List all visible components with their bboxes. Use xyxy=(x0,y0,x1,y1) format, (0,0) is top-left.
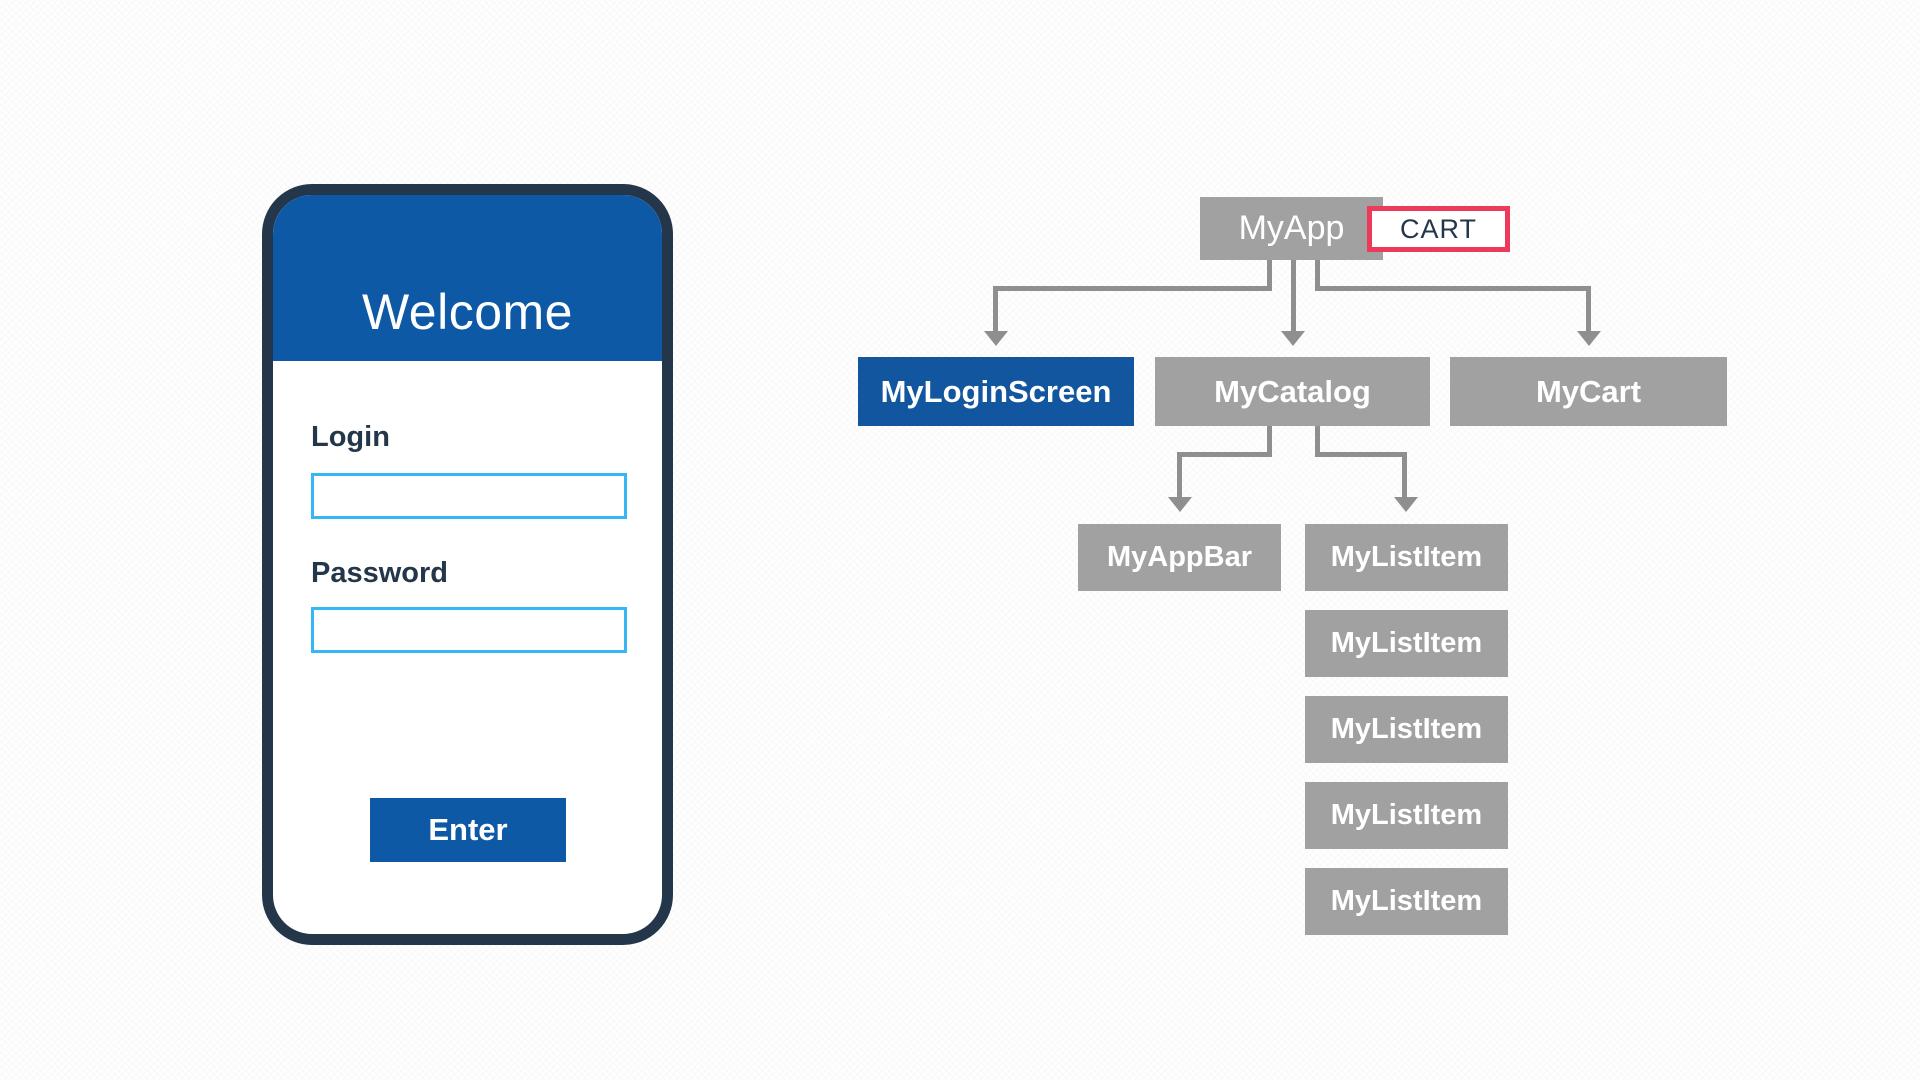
connector-myapp-mycart xyxy=(1315,286,1591,291)
connector-myapp-mycatalog xyxy=(1291,260,1296,332)
login-input[interactable] xyxy=(311,473,627,519)
connector-mycatalog-mylistitem xyxy=(1402,452,1407,498)
node-mycatalog: MyCatalog xyxy=(1155,357,1430,426)
node-mycart: MyCart xyxy=(1450,357,1727,426)
node-mylistitem-2: MyListItem xyxy=(1305,610,1508,677)
connector-myapp-mycart xyxy=(1315,260,1320,291)
phone-header: Welcome xyxy=(273,195,662,361)
connector-mycatalog-myappbar xyxy=(1177,452,1272,457)
node-mylistitem-5: MyListItem xyxy=(1305,868,1508,935)
arrow-down-icon xyxy=(1281,331,1305,346)
enter-button[interactable]: Enter xyxy=(370,798,566,862)
node-mylistitem-4: MyListItem xyxy=(1305,782,1508,849)
cart-badge: CART xyxy=(1367,206,1510,252)
node-myloginscreen: MyLoginScreen xyxy=(858,357,1134,426)
connector-myapp-myloginscreen xyxy=(1267,260,1272,291)
phone-mockup: Welcome Login Password Enter xyxy=(262,184,673,945)
node-mylistitem-1: MyListItem xyxy=(1305,524,1508,591)
connector-myapp-myloginscreen xyxy=(993,286,998,332)
connector-mycatalog-mylistitem xyxy=(1315,426,1320,457)
node-myappbar: MyAppBar xyxy=(1078,524,1281,591)
login-label: Login xyxy=(311,421,390,453)
connector-mycatalog-mylistitem xyxy=(1315,452,1407,457)
password-label: Password xyxy=(311,557,448,589)
connector-myapp-myloginscreen xyxy=(993,286,1272,291)
connector-mycatalog-myappbar xyxy=(1177,452,1182,498)
arrow-down-icon xyxy=(1168,497,1192,512)
connector-mycatalog-myappbar xyxy=(1267,426,1272,457)
arrow-down-icon xyxy=(1394,497,1418,512)
node-mylistitem-3: MyListItem xyxy=(1305,696,1508,763)
password-input[interactable] xyxy=(311,607,627,653)
arrow-down-icon xyxy=(1577,331,1601,346)
node-myapp: MyApp xyxy=(1200,197,1383,260)
connector-myapp-mycart xyxy=(1586,286,1591,332)
welcome-title: Welcome xyxy=(362,284,573,340)
arrow-down-icon xyxy=(984,331,1008,346)
